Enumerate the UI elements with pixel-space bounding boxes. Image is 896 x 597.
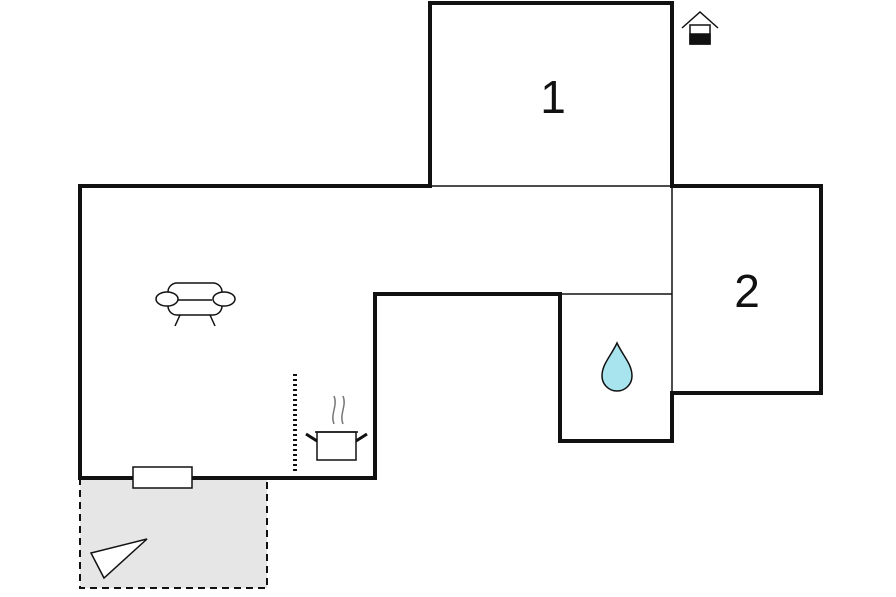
room-2-walls — [670, 184, 823, 395]
entrance-house-icon — [681, 10, 719, 45]
room-living-room — [78, 184, 562, 480]
sofa-icon — [155, 282, 236, 327]
room-bedroom-1: 1 — [428, 1, 674, 188]
viewpoint-cone-icon — [89, 538, 148, 580]
room-1-walls — [428, 1, 674, 188]
room-2-label: 2 — [734, 265, 760, 317]
living-room-walls — [78, 184, 562, 480]
terrace-dashed-border — [79, 478, 268, 589]
window-icon — [132, 466, 193, 489]
room-1-label: 1 — [540, 71, 566, 123]
cooking-pot-icon — [305, 395, 368, 461]
water-drop-icon — [601, 341, 633, 392]
room-bedroom-2: 2 — [670, 184, 823, 395]
